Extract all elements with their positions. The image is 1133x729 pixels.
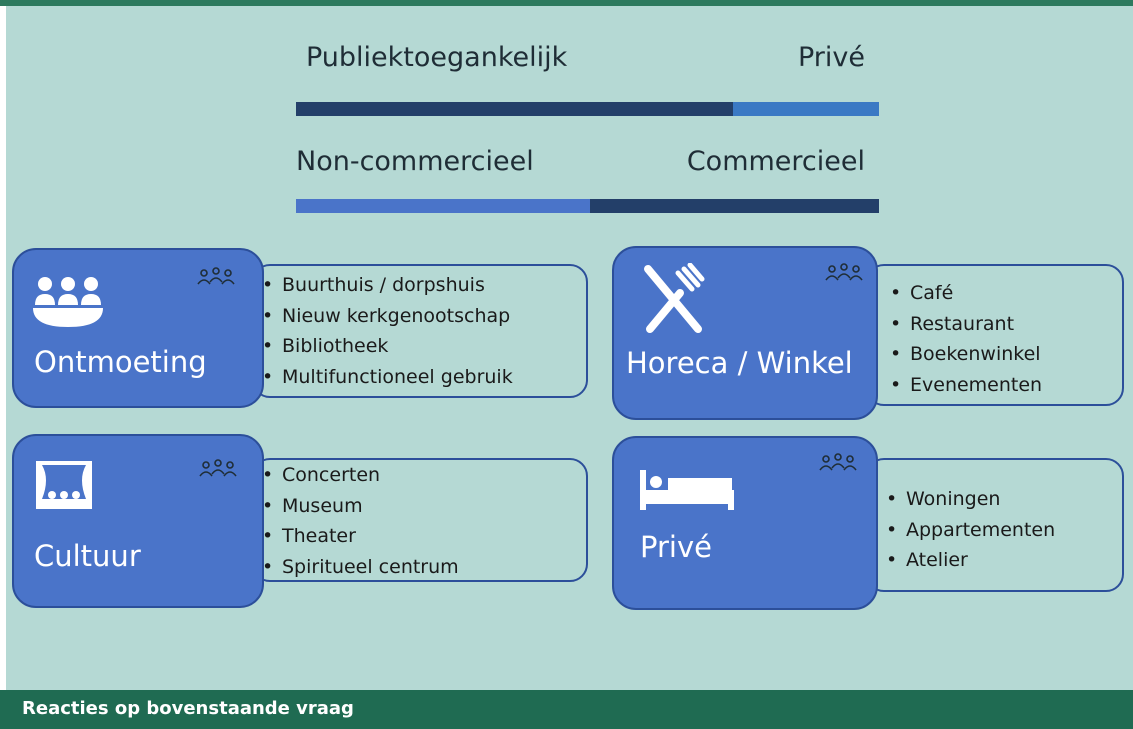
list-item: Spiritueel centrum bbox=[254, 552, 586, 583]
list-item: Boekenwinkel bbox=[882, 339, 1122, 370]
horeca-title: Horeca / Winkel bbox=[626, 346, 853, 380]
list-item: Appartementen bbox=[878, 515, 1122, 546]
ontmoeting-list: Buurthuis / dorpshuis Nieuw kerkgenootsc… bbox=[252, 264, 588, 398]
horeca-list: Café Restaurant Boekenwinkel Evenementen bbox=[866, 264, 1124, 406]
group-people-icon bbox=[197, 267, 235, 285]
list-item: Nieuw kerkgenootschap bbox=[254, 301, 586, 332]
prive-title: Privé bbox=[640, 530, 712, 564]
scale-noncommercial-bar bbox=[296, 199, 590, 213]
list-item: Bibliotheek bbox=[254, 331, 586, 362]
scale-noncommercial-label: Non-commercieel bbox=[296, 146, 534, 177]
list-item: Concerten bbox=[254, 460, 586, 491]
list-item: Theater bbox=[254, 521, 586, 552]
prive-list: Woningen Appartementen Atelier bbox=[866, 458, 1124, 592]
list-item: Café bbox=[882, 278, 1122, 309]
scale-private-bar bbox=[733, 102, 879, 116]
list-item: Restaurant bbox=[882, 309, 1122, 340]
scale-commercial-bar bbox=[590, 199, 879, 213]
top-band bbox=[0, 0, 1133, 6]
scale-commercial-label: Commercieel bbox=[686, 146, 865, 177]
list-item: Evenementen bbox=[882, 370, 1122, 401]
list-item: Buurthuis / dorpshuis bbox=[254, 270, 586, 301]
horeca-box: Horeca / Winkel bbox=[612, 246, 878, 420]
fork-knife-icon bbox=[644, 263, 705, 333]
footer-text: Reacties op bovenstaande vraag bbox=[22, 698, 354, 719]
cultuur-box: Cultuur bbox=[12, 434, 264, 608]
list-item: Multifunctioneel gebruik bbox=[254, 362, 586, 393]
scale-public-bar bbox=[296, 102, 733, 116]
prive-box: Privé bbox=[612, 436, 878, 610]
cultuur-list: Concerten Museum Theater Spiritueel cent… bbox=[252, 458, 588, 582]
ontmoeting-title: Ontmoeting bbox=[34, 345, 207, 379]
list-item: Atelier bbox=[878, 545, 1122, 576]
group-people-icon bbox=[825, 263, 863, 281]
bed-icon bbox=[640, 470, 734, 510]
group-people-icon bbox=[819, 453, 857, 471]
list-item: Museum bbox=[254, 491, 586, 522]
scale-public-label: Publiektoegankelijk bbox=[306, 42, 568, 73]
cultuur-title: Cultuur bbox=[34, 539, 141, 573]
group-people-icon bbox=[199, 459, 237, 477]
footer-bar: Reacties op bovenstaande vraag bbox=[0, 690, 1133, 729]
scale-private-label: Privé bbox=[798, 42, 865, 73]
list-item: Woningen bbox=[878, 484, 1122, 515]
ontmoeting-box: Ontmoeting bbox=[12, 248, 264, 408]
meeting-people-icon bbox=[33, 277, 103, 327]
stage-audience-icon bbox=[36, 461, 92, 509]
